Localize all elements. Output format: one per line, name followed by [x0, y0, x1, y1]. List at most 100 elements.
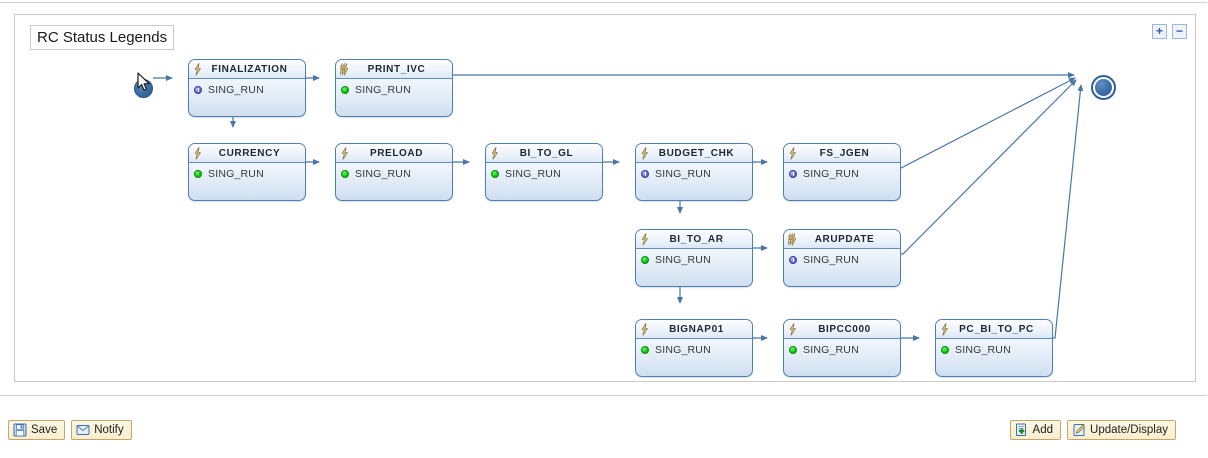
- save-icon: [13, 423, 27, 437]
- node-status-label: SING_RUN: [208, 83, 264, 96]
- zoom-out-button[interactable]: −: [1172, 24, 1187, 39]
- node-body: SING_RUN: [636, 163, 752, 184]
- node-status-label: SING_RUN: [803, 167, 859, 180]
- node-title: BI_TO_GL: [519, 147, 574, 159]
- button-label: Notify: [94, 424, 124, 436]
- multi-process-icon: [340, 62, 351, 76]
- node-status-label: SING_RUN: [655, 167, 711, 180]
- node-body: SING_RUN: [636, 249, 752, 270]
- start-node[interactable]: [134, 79, 153, 98]
- single-process-icon: [788, 322, 799, 336]
- node-header: BI_TO_AR: [636, 230, 752, 249]
- legend-tab-label: RC Status Legends: [37, 29, 168, 46]
- status-success-icon: [491, 169, 499, 178]
- node-title: FINALIZATION: [211, 63, 288, 75]
- process-node-print-ivc[interactable]: PRINT_IVC SING_RUN: [335, 59, 453, 117]
- toolbar-right-group: Add Update/Display: [1009, 420, 1176, 440]
- node-body: SING_RUN: [189, 163, 305, 184]
- button-label: Update/Display: [1090, 424, 1168, 436]
- process-node-bi-to-ar[interactable]: BI_TO_AR SING_RUN: [635, 229, 753, 287]
- process-node-finalization[interactable]: FINALIZATION SING_RUN: [188, 59, 306, 117]
- status-success-icon: [941, 345, 949, 354]
- process-node-bi-to-gl[interactable]: BI_TO_GL SING_RUN: [485, 143, 603, 201]
- single-process-icon: [640, 146, 651, 160]
- notify-button[interactable]: Notify: [71, 420, 132, 440]
- status-info-icon: [789, 255, 797, 264]
- status-info-icon: [789, 169, 797, 178]
- node-header: FINALIZATION: [189, 60, 305, 79]
- node-status-label: SING_RUN: [955, 343, 1011, 356]
- node-header: CURRENCY: [189, 144, 305, 163]
- node-title: PRINT_IVC: [367, 63, 426, 75]
- node-header: PRINT_IVC: [336, 60, 452, 79]
- node-title: CURRENCY: [218, 147, 281, 159]
- node-title: BIPCC000: [818, 323, 871, 335]
- node-body: SING_RUN: [336, 79, 452, 100]
- process-node-currency[interactable]: CURRENCY SING_RUN: [188, 143, 306, 201]
- node-body: SING_RUN: [486, 163, 602, 184]
- node-body: SING_RUN: [936, 339, 1052, 360]
- single-process-icon: [193, 62, 204, 76]
- node-status-label: SING_RUN: [803, 343, 859, 356]
- status-success-icon: [341, 85, 349, 94]
- process-node-arupdate[interactable]: ARUPDATE SING_RUN: [783, 229, 901, 287]
- single-process-icon: [193, 146, 204, 160]
- single-process-icon: [940, 322, 951, 336]
- node-header: PC_BI_TO_PC: [936, 320, 1052, 339]
- node-title: ARUPDATE: [814, 233, 875, 245]
- process-node-fs-jgen[interactable]: FS_JGEN SING_RUN: [783, 143, 901, 201]
- process-node-budget-chk[interactable]: BUDGET_CHK SING_RUN: [635, 143, 753, 201]
- node-body: SING_RUN: [784, 339, 900, 360]
- single-process-icon: [640, 322, 651, 336]
- status-success-icon: [194, 169, 202, 178]
- node-header: BI_TO_GL: [486, 144, 602, 163]
- node-status-label: SING_RUN: [655, 253, 711, 266]
- node-body: SING_RUN: [784, 163, 900, 184]
- status-success-icon: [341, 169, 349, 178]
- status-success-icon: [789, 345, 797, 354]
- node-header: BIPCC000: [784, 320, 900, 339]
- zoom-in-button[interactable]: +: [1152, 24, 1167, 39]
- bottom-toolbar: Save Notify Add Update/Display: [0, 420, 1208, 450]
- node-header: ARUPDATE: [784, 230, 900, 249]
- button-label: Save: [31, 424, 58, 436]
- end-node[interactable]: [1091, 75, 1116, 100]
- node-body: SING_RUN: [636, 339, 752, 360]
- add-icon: [1015, 423, 1029, 437]
- single-process-icon: [490, 146, 501, 160]
- save-button[interactable]: Save: [8, 420, 66, 440]
- node-title: PC_BI_TO_PC: [959, 323, 1034, 335]
- node-status-label: SING_RUN: [655, 343, 711, 356]
- node-status-label: SING_RUN: [355, 83, 411, 96]
- process-node-pc-bi-to-pc[interactable]: PC_BI_TO_PC SING_RUN: [935, 319, 1053, 377]
- node-body: SING_RUN: [784, 249, 900, 270]
- single-process-icon: [788, 146, 799, 160]
- status-info-icon: [641, 169, 649, 178]
- node-body: SING_RUN: [336, 163, 452, 184]
- status-success-icon: [641, 345, 649, 354]
- node-status-label: SING_RUN: [505, 167, 561, 180]
- multi-process-icon: [788, 232, 799, 246]
- zoom-controls: + −: [1152, 24, 1187, 39]
- node-body: SING_RUN: [189, 79, 305, 100]
- notify-icon: [76, 423, 90, 437]
- single-process-icon: [640, 232, 651, 246]
- add-button[interactable]: Add: [1009, 420, 1062, 440]
- node-status-label: SING_RUN: [803, 253, 859, 266]
- end-node-inner: [1095, 79, 1112, 96]
- update-display-button[interactable]: Update/Display: [1067, 420, 1176, 440]
- node-title: BUDGET_CHK: [658, 147, 735, 159]
- single-process-icon: [340, 146, 351, 160]
- node-title: BIGNAP01: [669, 323, 724, 335]
- node-title: BI_TO_AR: [669, 233, 724, 245]
- process-flow-canvas[interactable]: RC Status Legends + − FINALIZATION SING_R…: [14, 14, 1196, 382]
- toolbar-left-group: Save Notify: [8, 420, 132, 440]
- node-header: FS_JGEN: [784, 144, 900, 163]
- rc-status-legends-tab[interactable]: RC Status Legends: [30, 25, 175, 50]
- node-header: PRELOAD: [336, 144, 452, 163]
- node-header: BIGNAP01: [636, 320, 752, 339]
